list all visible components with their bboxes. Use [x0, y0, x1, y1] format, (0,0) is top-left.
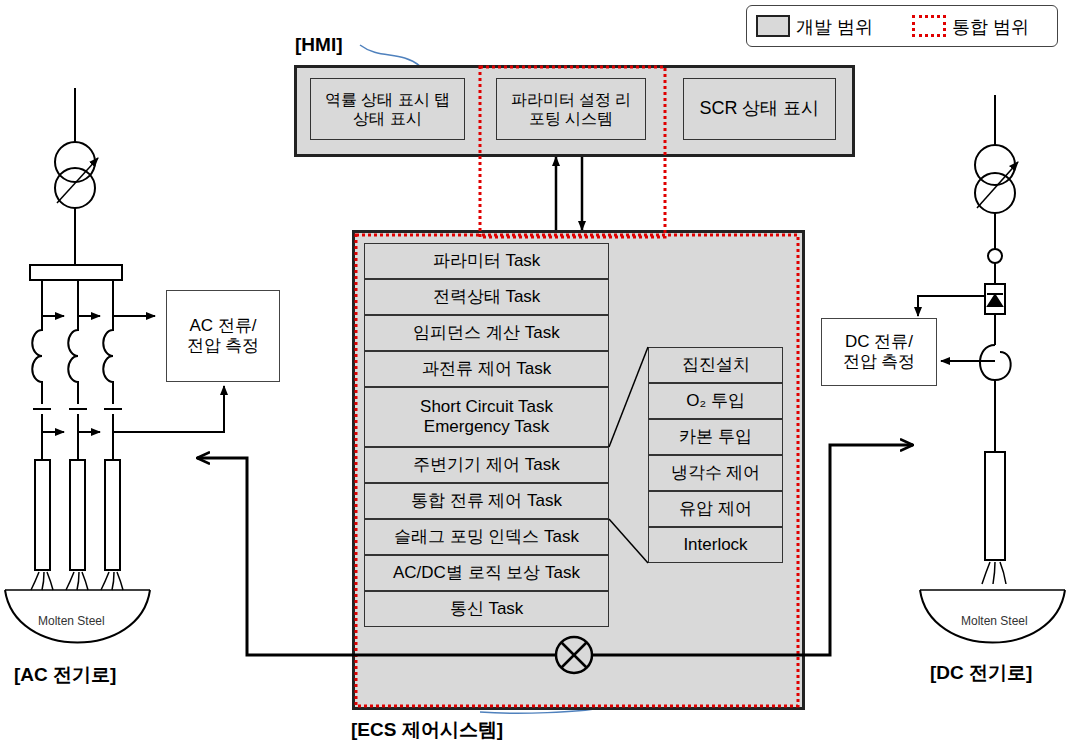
material-label: Molten Steel [961, 614, 1028, 628]
dc-furnace [918, 95, 1065, 643]
process-box: 슬래그 포밍 인덱스 Task [364, 519, 609, 555]
material-label: Molten Steel [38, 614, 105, 628]
process-box: 파라미터 Task [364, 243, 609, 279]
box-label: AC 전류/전압 측정 [176, 316, 270, 357]
box-label: 파라미터 Task [427, 251, 547, 271]
connector-arrow [555, 157, 558, 230]
process-box: 유압 제어 [648, 491, 783, 527]
legend-text: 개발 범위 [796, 15, 873, 39]
process-box: DC 전류/전압 측정 [821, 318, 937, 386]
legend-swatch [756, 15, 790, 37]
box-label: O₂ 투입 [680, 391, 751, 411]
process-box: 주변기기 제어 Task [364, 447, 609, 483]
furnace-label: [DC 전기로] [930, 660, 1032, 686]
furnace-label: [AC 전기로] [14, 662, 116, 688]
process-box: AC/DC별 로직 보상 Task [364, 555, 609, 591]
box-label: 집진설치 [676, 355, 756, 375]
process-box: [HMI]역률 상태 표시 탭 상태 표시파라미터 설정 리포팅 시스템SCR … [294, 65, 855, 157]
process-box: AC 전류/전압 측정 [166, 290, 280, 382]
box-label: 유압 제어 [673, 499, 758, 519]
control-lines [197, 445, 913, 673]
box-label: DC 전류/전압 측정 [832, 332, 926, 373]
box-label: 임피던스 계산 Task [407, 323, 565, 343]
box-label: 통합 전류 제어 Task [405, 491, 568, 511]
process-box: O₂ 투입 [648, 383, 783, 419]
connector-arrow [581, 157, 584, 230]
box-label: 전력상태 Task [427, 287, 547, 307]
box-label: AC/DC별 로직 보상 Task [387, 563, 586, 583]
bracket-lines [609, 347, 648, 563]
box-label: 과전류 제어 Task [416, 359, 557, 379]
box-label: Interlock [677, 535, 753, 555]
legend-text: 통합 범위 [952, 15, 1029, 39]
box-label: 주변기기 제어 Task [407, 455, 565, 475]
process-box: 통합 전류 제어 Task [364, 483, 609, 519]
box-heading: [HMI] [295, 34, 342, 56]
process-box: Short Circuit Task Emergency Task [364, 387, 609, 447]
box-label: 슬래그 포밍 인덱스 Task [388, 527, 585, 547]
process-box: 전력상태 Task [364, 279, 609, 315]
integration-region [356, 235, 798, 706]
legend-swatch [912, 15, 946, 37]
legend-box: 개발 범위 통합 범위 [746, 5, 1058, 47]
process-box: 역률 상태 표시 탭 상태 표시 [310, 78, 465, 140]
box-label: SCR 상태 표시 [693, 98, 825, 120]
process-box: 집진설치 [648, 347, 783, 383]
process-box: SCR 상태 표시 [683, 78, 836, 140]
process-box: 파라미터 설정 리포팅 시스템 [496, 78, 646, 140]
process-box: [ECS 제어시스템]파라미터 Task전력상태 Task임피던스 계산 Tas… [352, 230, 805, 710]
box-label: 통신 Task [444, 599, 530, 619]
box-label: 파라미터 설정 리포팅 시스템 [497, 90, 645, 129]
process-box: 냉각수 제어 [648, 455, 783, 491]
box-label: Short Circuit Task Emergency Task [388, 397, 585, 438]
process-box: Interlock [648, 527, 783, 563]
integration-region [480, 67, 665, 237]
process-box: 임피던스 계산 Task [364, 315, 609, 351]
process-box: 카본 투입 [648, 419, 783, 455]
box-label: 냉각수 제어 [665, 463, 767, 483]
box-heading: [ECS 제어시스템] [351, 717, 503, 743]
box-label: 역률 상태 표시 탭 상태 표시 [311, 90, 464, 129]
process-box: 과전류 제어 Task [364, 351, 609, 387]
process-box: 통신 Task [364, 591, 609, 627]
box-label: 카본 투입 [673, 427, 758, 447]
